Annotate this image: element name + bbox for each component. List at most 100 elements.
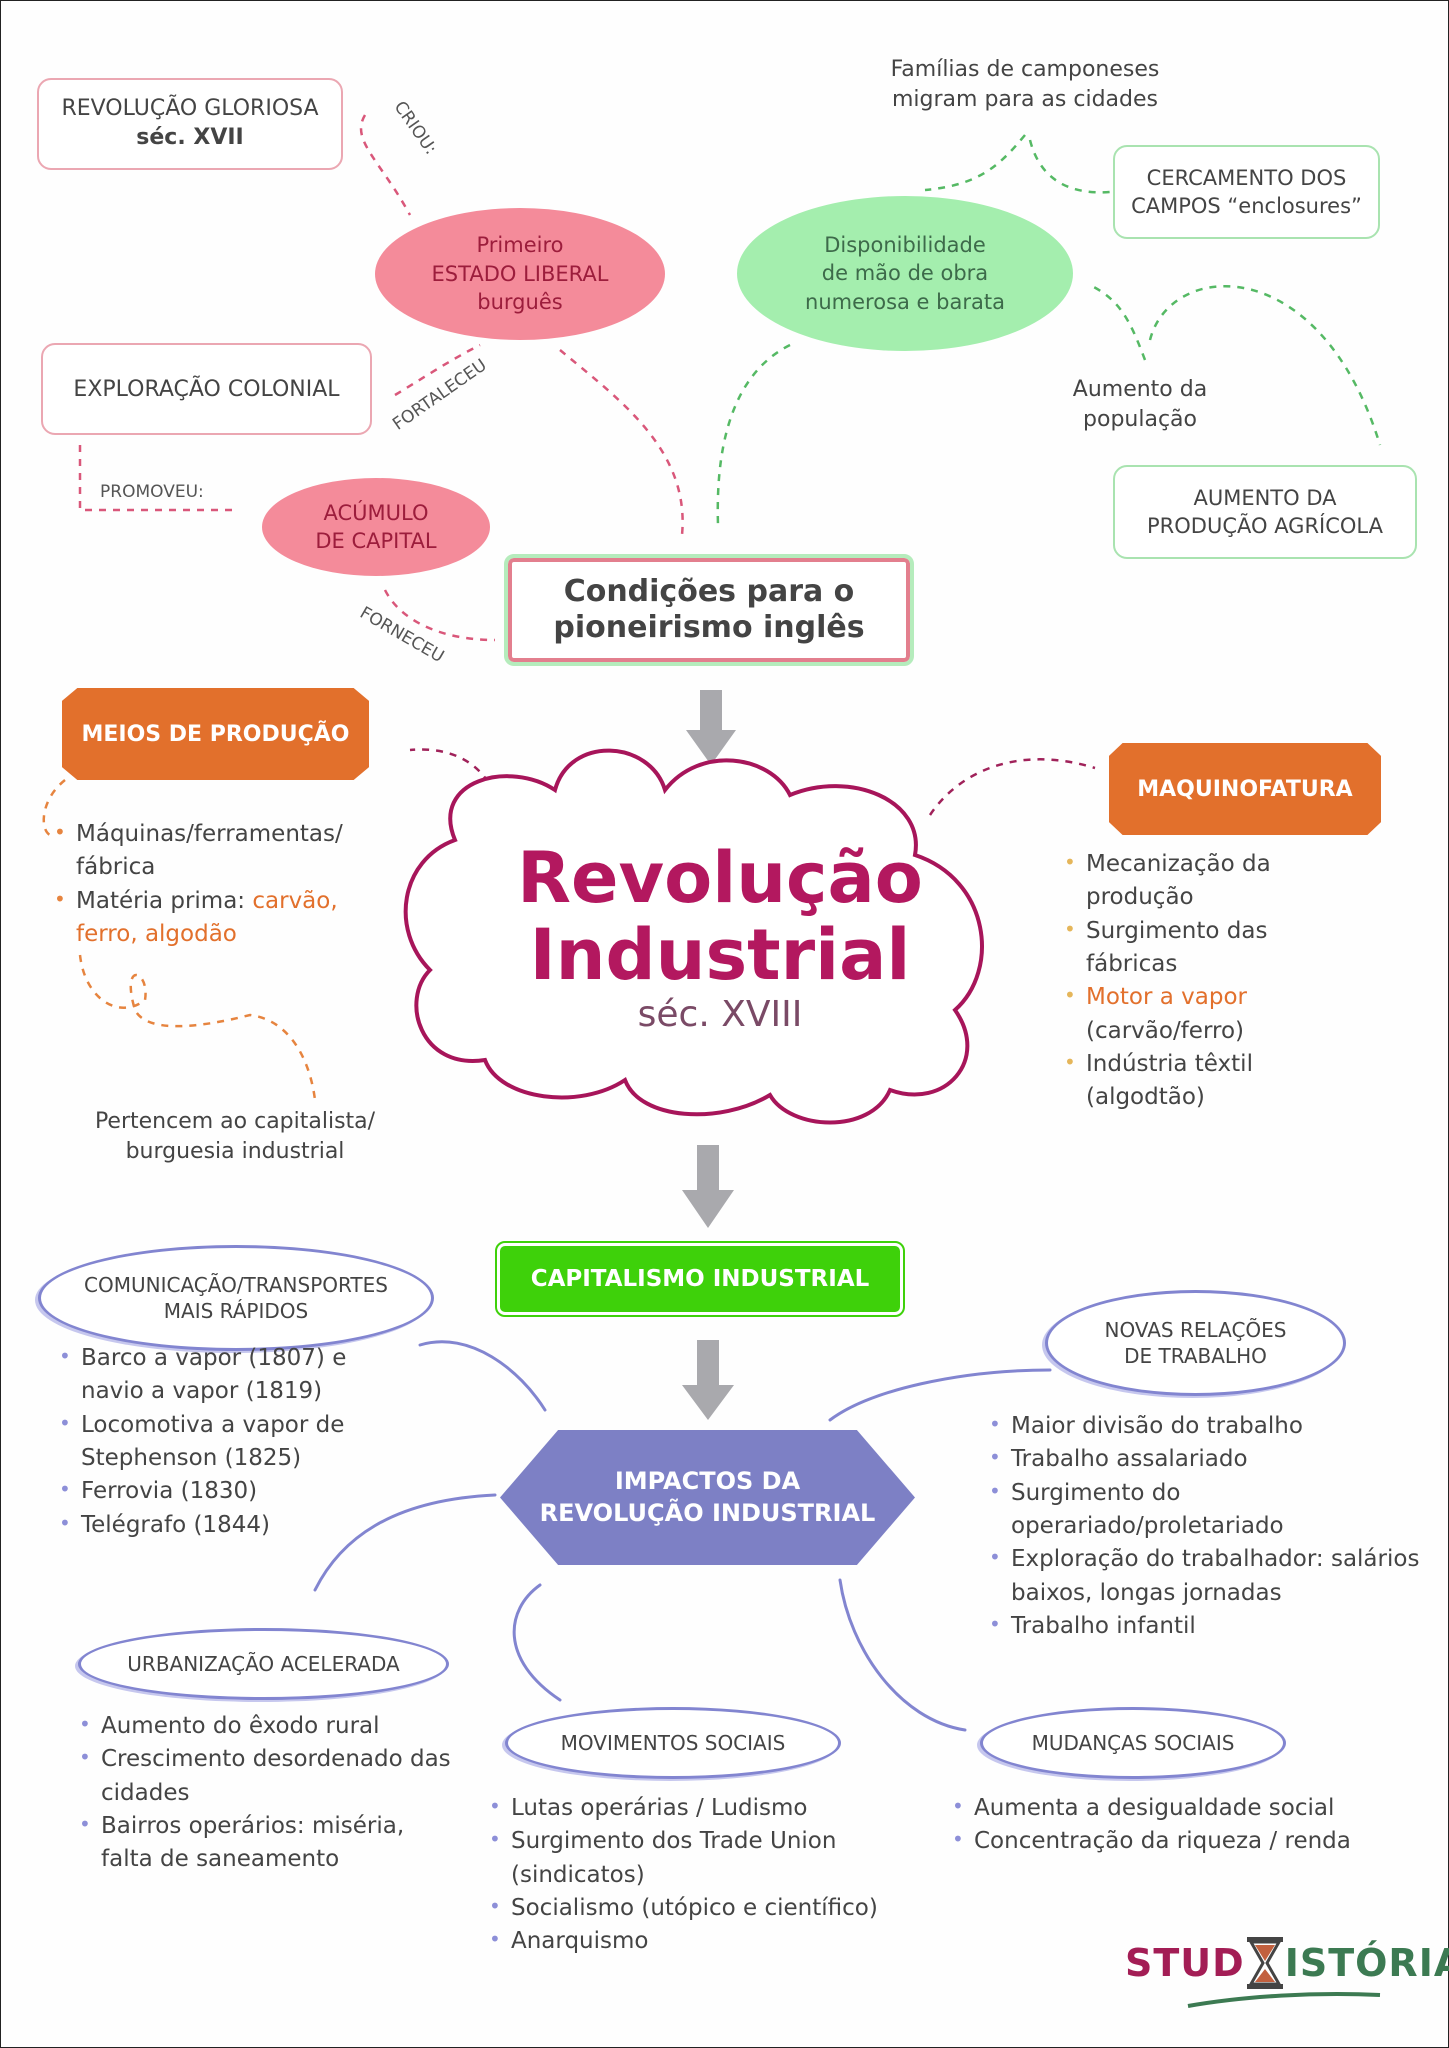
list-meios-producao: •Máquinas/ferramentas/ fábrica •Matéria … <box>50 818 390 951</box>
list-item: •Motor a vapor(carvão/ferro) <box>1064 983 1248 1044</box>
list-item: •Trabalho infantil <box>989 1612 1196 1640</box>
item-text: (carvão/ferro) <box>1086 1017 1244 1044</box>
tag-meios-producao: MEIOS DE PRODUÇÃO <box>62 688 369 780</box>
list-item: •Surgimento dos Trade Union (sindicatos) <box>489 1827 837 1888</box>
node-mao-de-obra: Disponibilidade de mão de obra numerosa … <box>737 196 1073 351</box>
familias-line1: Famílias de camponeses <box>890 57 1160 82</box>
edge-label-promoveu: PROMOVEU: <box>100 482 204 502</box>
item-text: Barco a vapor (1807) e navio a vapor (18… <box>81 1345 347 1405</box>
item-highlight: Motor a vapor <box>1086 984 1248 1011</box>
list-item: •Surgimento das fábricas <box>1064 916 1268 978</box>
node-revolucao-gloriosa: REVOLUÇÃO GLORIOSA séc. XVII <box>37 78 343 170</box>
populacao-line1: Aumento da <box>1072 377 1208 402</box>
list-item: •Barco a vapor (1807) e navio a vapor (1… <box>59 1344 347 1405</box>
node-capitalismo-industrial: CAPITALISMO INDUSTRIAL <box>495 1241 905 1317</box>
item-text: Ferrovia (1830) <box>81 1478 258 1505</box>
item-text: Concentração da riqueza / renda <box>974 1828 1351 1855</box>
node-estado-liberal: Primeiro ESTADO LIBERAL burguês <box>375 208 665 340</box>
revolucao-gloriosa-title: REVOLUÇÃO GLORIOSA <box>61 96 319 122</box>
logo-underline <box>1187 1992 1381 2008</box>
impactos-line2: REVOLUÇÃO INDUSTRIAL <box>539 1498 876 1527</box>
item-highlight: carvão, ferro, algodão <box>76 887 338 948</box>
item-text: Socialismo (utópico e científico) <box>511 1895 878 1922</box>
list-movimentos: •Lutas operárias / Ludismo •Surgimento d… <box>485 1792 935 1959</box>
note-line2: burguesia industrial <box>125 1138 345 1164</box>
populacao-line2: população <box>1083 406 1197 432</box>
item-text: Lutas operárias / Ludismo <box>511 1795 808 1821</box>
list-item: •Exploração do trabalhador: salários bai… <box>989 1545 1420 1606</box>
comunicacao-line1: COMUNICAÇÃO/TRANSPORTES <box>84 1273 388 1297</box>
central-title: Revolução Industrial séc. XVIII <box>470 840 970 1036</box>
item-text: Aumento do êxodo rural <box>101 1713 380 1739</box>
list-item: •Aumenta a desigualdade social <box>952 1794 1335 1821</box>
item-text: Indústria têxtil (algodtão) <box>1086 1051 1253 1111</box>
list-item: •Bairros operários: miséria, falta de sa… <box>79 1812 405 1873</box>
node-aumento-populacao: Aumento da população <box>1030 375 1250 434</box>
producao-line2: PRODUÇÃO AGRÍCOLA <box>1147 514 1383 538</box>
estado-liberal-line2: ESTADO LIBERAL <box>431 261 609 286</box>
list-maquinofatura: •Mecanização da produção •Surgimento das… <box>1060 848 1350 1115</box>
comunicacao-line2: MAIS RÁPIDOS <box>163 1299 309 1323</box>
item-text: Bairros operários: miséria, falta de san… <box>101 1813 405 1873</box>
list-item: •Surgimento do operariado/proletariado <box>989 1478 1284 1540</box>
title-century: séc. XVIII <box>637 994 803 1035</box>
list-mudancas: •Aumenta a desigualdade social •Concentr… <box>948 1792 1428 1859</box>
list-item: •Maior divisão do trabalho <box>989 1412 1303 1439</box>
condicoes-line1: Condições para o <box>563 574 855 609</box>
item-text: Exploração do trabalhador: salários baix… <box>1011 1546 1420 1606</box>
novas-relacoes-line1: NOVAS RELAÇÕES <box>1104 1318 1287 1342</box>
list-comunicacao: •Barco a vapor (1807) e navio a vapor (1… <box>55 1342 385 1542</box>
list-urbanizacao: •Aumento do êxodo rural •Crescimento des… <box>75 1710 455 1877</box>
item-text: Surgimento do operariado/proletariado <box>1011 1479 1284 1540</box>
logo-part2: ISTÓRIA <box>1284 1941 1449 1985</box>
oval-urbanizacao: URBANIZAÇÃO ACELERADA <box>78 1628 449 1700</box>
list-item: •Aumento do êxodo rural <box>79 1712 380 1739</box>
list-item: •Anarquismo <box>489 1927 649 1955</box>
mao-de-obra-line1: Disponibilidade <box>824 232 986 257</box>
cercamento-line2: CAMPOS “enclosures” <box>1131 194 1362 218</box>
node-aumento-producao: AUMENTO DA PRODUÇÃO AGRÍCOLA <box>1113 465 1417 559</box>
note-pertencem: Pertencem ao capitalista/ burguesia indu… <box>55 1107 415 1166</box>
item-text: Maior divisão do trabalho <box>1011 1413 1303 1439</box>
node-familias: Famílias de camponeses migram para as ci… <box>860 55 1190 114</box>
list-item: •Crescimento desordenado das cidades <box>79 1745 451 1806</box>
item-text: Aumenta a desigualdade social <box>974 1795 1335 1821</box>
list-item: •Lutas operárias / Ludismo <box>489 1794 808 1821</box>
familias-line2: migram para as cidades <box>892 86 1158 112</box>
novas-relacoes-line2: DE TRABALHO <box>1124 1344 1267 1368</box>
list-novas-relacoes: •Maior divisão do trabalho •Trabalho ass… <box>985 1410 1425 1643</box>
item-text: Crescimento desordenado das cidades <box>101 1746 451 1806</box>
item-text: Surgimento das fábricas <box>1086 917 1268 978</box>
node-impactos: IMPACTOS DA REVOLUÇÃO INDUSTRIAL <box>500 1430 915 1565</box>
acumulo-line2: DE CAPITAL <box>315 529 437 553</box>
acumulo-line1: ACÚMULO <box>323 500 429 525</box>
oval-movimentos: MOVIMENTOS SOCIAIS <box>505 1707 841 1779</box>
list-item: •Concentração da riqueza / renda <box>952 1827 1351 1855</box>
item-text: Trabalho infantil <box>1011 1613 1196 1640</box>
logo-part1: STUD <box>1125 1941 1245 1985</box>
list-item: •Locomotiva a vapor de Stephenson (1825) <box>59 1410 345 1472</box>
item-text: Trabalho assalariado <box>1011 1446 1248 1473</box>
item-text: Matéria prima: <box>76 887 253 914</box>
estado-liberal-line1: Primeiro <box>476 233 564 258</box>
list-item: •Socialismo (utópico e científico) <box>489 1894 878 1922</box>
list-item: •Indústria têxtil (algodtão) <box>1064 1050 1253 1111</box>
list-item: •Máquinas/ferramentas/ fábrica <box>54 820 343 881</box>
mao-de-obra-line3: numerosa e barata <box>805 289 1005 314</box>
impactos-line1: IMPACTOS DA <box>614 1467 801 1496</box>
cercamento-line1: CERCAMENTO DOS <box>1146 165 1347 190</box>
condicoes-line2: pioneirismo inglês <box>553 610 865 645</box>
item-text: Mecanização da produção <box>1086 851 1271 911</box>
item-text: Telégrafo (1844) <box>81 1511 270 1538</box>
item-text: Locomotiva a vapor de Stephenson (1825) <box>81 1411 345 1472</box>
node-exploracao-colonial: EXPLORAÇÃO COLONIAL <box>41 343 372 435</box>
list-item: •Matéria prima: carvão, ferro, algodão <box>54 886 338 948</box>
producao-line1: AUMENTO DA <box>1193 485 1337 510</box>
hourglass-icon <box>1246 1937 1283 1989</box>
oval-comunicacao: COMUNICAÇÃO/TRANSPORTES MAIS RÁPIDOS <box>38 1245 434 1351</box>
list-item: •Mecanização da produção <box>1064 850 1271 911</box>
oval-novas-relacoes: NOVAS RELAÇÕES DE TRABALHO <box>1045 1290 1346 1396</box>
oval-mudancas: MUDANÇAS SOCIAIS <box>980 1707 1286 1779</box>
logo-studhistoria: STUD ISTÓRIA <box>1125 1935 1449 1991</box>
list-item: •Ferrovia (1830) <box>59 1477 258 1505</box>
